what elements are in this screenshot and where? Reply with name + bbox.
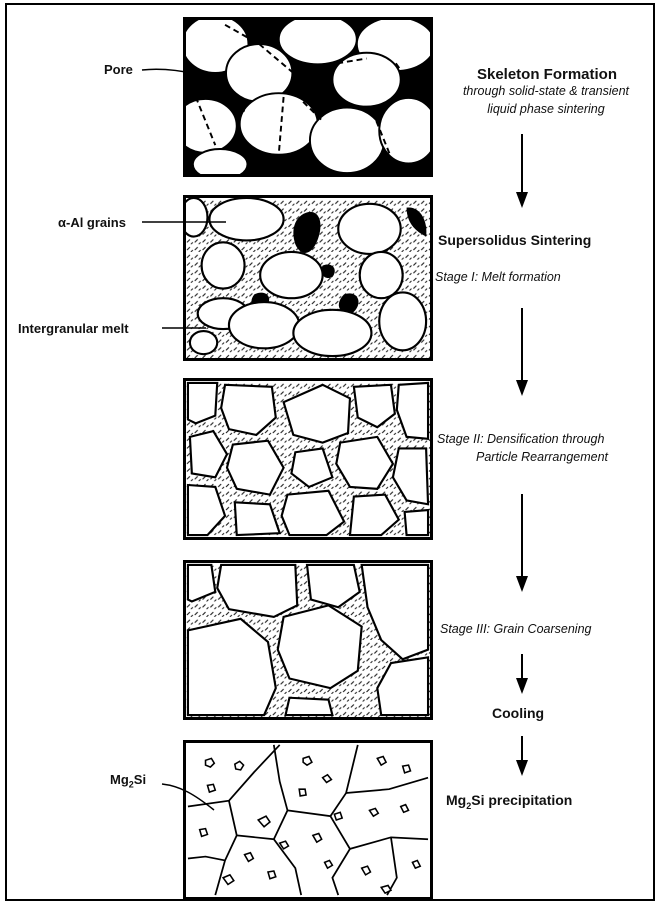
panel-stage-2-densification — [183, 378, 433, 540]
mg2si-leader-line — [160, 780, 220, 814]
intergranular-melt-leader-line — [160, 320, 210, 334]
label-mg2si: Mg2Si — [110, 772, 146, 790]
label-intergranular-melt: Intergranular melt — [18, 321, 129, 336]
pore-leader-line — [140, 64, 200, 78]
arrow-cooling-to-precipitation — [514, 736, 530, 778]
stage-2-line2: Particle Rearrangement — [476, 450, 608, 464]
panel-stage-3-grain-coarsening — [183, 560, 433, 720]
panel-skeleton-formation — [183, 17, 433, 177]
arrow-skeleton-to-supersolidus — [514, 134, 530, 210]
label-al-grains: α-Al grains — [58, 215, 126, 230]
stage-3-label: Stage III: Grain Coarsening — [440, 622, 591, 636]
skeleton-formation-line1: through solid-state & transient — [432, 84, 660, 98]
cooling-label: Cooling — [492, 705, 544, 721]
skeleton-formation-line2: liquid phase sintering — [432, 102, 660, 116]
arrow-stage-3-to-cooling — [514, 654, 530, 696]
stage-2-line1: Stage II: Densification through — [437, 432, 604, 446]
label-pore: Pore — [104, 62, 133, 77]
arrow-stage-2-to-3 — [514, 494, 530, 594]
supersolidus-sintering-title: Supersolidus Sintering — [438, 232, 591, 248]
arrow-stage-1-to-2 — [514, 308, 530, 398]
mg2si-precipitation-label: Mg2Si precipitation — [446, 792, 572, 811]
stage-1-label: Stage I: Melt formation — [435, 270, 561, 284]
skeleton-formation-title: Skeleton Formation — [437, 66, 657, 83]
panel-mg2si-precipitation — [183, 740, 433, 900]
al-grains-leader-line — [140, 214, 230, 228]
